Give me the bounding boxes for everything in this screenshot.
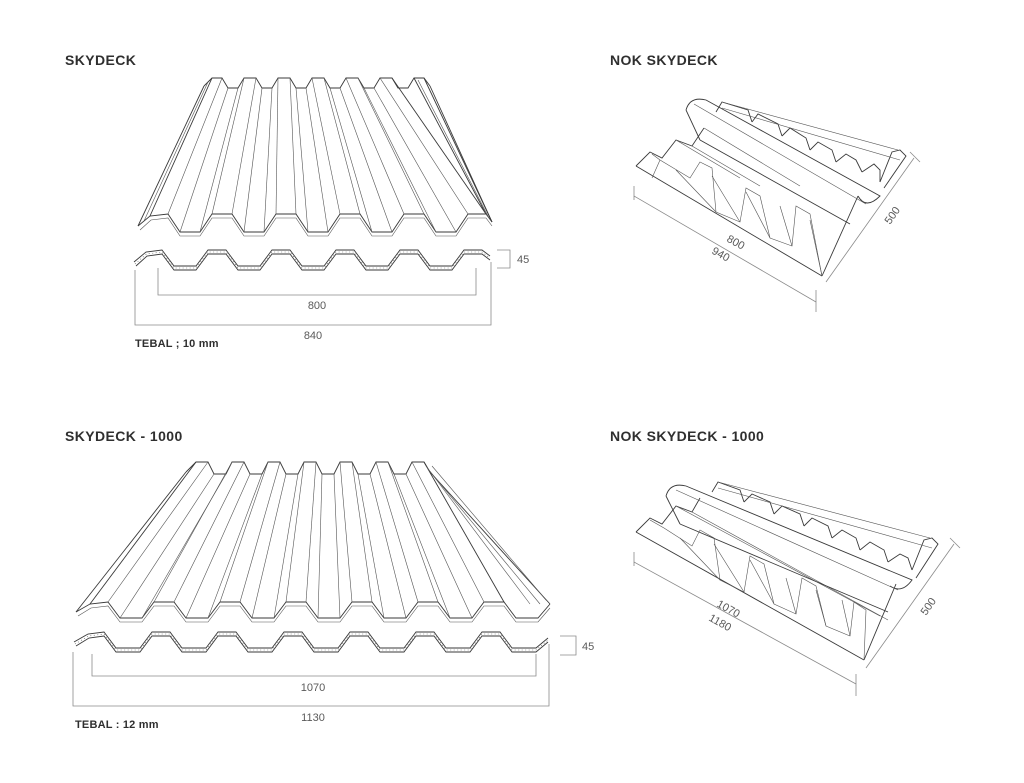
skydeck-width-inner: 800 bbox=[308, 300, 326, 312]
skydeck-dimensions: 800 840 45 bbox=[134, 249, 529, 342]
skydeck-cross-section bbox=[133, 249, 491, 271]
skydeck-1000-height: 45 bbox=[582, 641, 594, 653]
nok-skydeck-1000-ridge-cap bbox=[635, 481, 939, 661]
skydeck-1000-dimensions: 1070 1130 45 bbox=[72, 635, 594, 724]
nok-skydeck-len-outer: 940 bbox=[710, 245, 732, 264]
skydeck-title: SKYDECK bbox=[65, 52, 137, 68]
skydeck-1000-width-inner: 1070 bbox=[301, 682, 325, 694]
skydeck-1000-width-outer: 1130 bbox=[301, 712, 325, 724]
skydeck-sheet-perspective bbox=[137, 77, 493, 237]
skydeck-width-outer: 840 bbox=[304, 330, 322, 342]
skydeck-height: 45 bbox=[517, 254, 529, 266]
skydeck-thickness-label: TEBAL ; 10 mm bbox=[135, 338, 219, 350]
nok-skydeck-ridge-cap bbox=[635, 98, 907, 277]
skydeck-1000-cross-section bbox=[73, 631, 549, 653]
nok-skydeck-1000-dimensions: 1070 1180 500 bbox=[633, 537, 961, 696]
skydeck-1000-sheet-perspective bbox=[75, 461, 551, 623]
skydeck-1000-title: SKYDECK - 1000 bbox=[65, 428, 183, 444]
nok-skydeck-1000-depth: 500 bbox=[919, 596, 939, 618]
nok-skydeck-1000-title: NOK SKYDECK - 1000 bbox=[610, 428, 765, 444]
nok-skydeck-dimensions: 800 940 500 bbox=[633, 151, 921, 312]
skydeck-1000-thickness-label: TEBAL : 12 mm bbox=[75, 719, 159, 731]
nok-skydeck-len-inner: 800 bbox=[725, 233, 747, 252]
nok-skydeck-depth: 500 bbox=[883, 205, 903, 227]
nok-skydeck-title: NOK SKYDECK bbox=[610, 52, 718, 68]
